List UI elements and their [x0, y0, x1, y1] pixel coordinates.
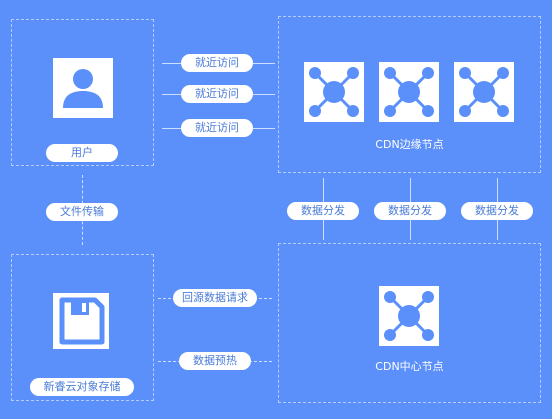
- user-panel: [11, 19, 154, 166]
- storage-panel: [11, 254, 154, 401]
- dispatch-pill-2: 数据分发: [374, 202, 446, 220]
- access-pill-1: 就近访问: [181, 54, 253, 72]
- floppy-disk-icon: [59, 297, 105, 345]
- network-node-icon: [459, 67, 509, 117]
- origin-request-pill: 回源数据请求: [173, 289, 257, 307]
- access-pill-2: 就近访问: [181, 85, 253, 103]
- storage-tile: [53, 293, 109, 349]
- transfer-pill: 文件传输: [46, 203, 118, 221]
- user-icon: [63, 69, 103, 108]
- network-node-icon: [309, 67, 359, 117]
- edge-node-tile-1: [304, 62, 364, 122]
- dispatch-pill-3: 数据分发: [461, 202, 533, 220]
- edge-node-tile-3: [454, 62, 514, 122]
- dispatch-pill-1: 数据分发: [287, 202, 359, 220]
- user-tile: [53, 58, 113, 118]
- center-node-tile: [379, 286, 439, 346]
- edge-panel: [278, 16, 541, 173]
- edge-node-tile-2: [379, 62, 439, 122]
- preheat-pill: 数据预热: [179, 352, 251, 370]
- network-node-icon: [384, 67, 434, 117]
- storage-label: 新睿云对象存储: [30, 378, 134, 396]
- access-pill-3: 就近访问: [181, 119, 253, 137]
- center-panel: [278, 243, 541, 403]
- user-label: 用户: [46, 144, 118, 162]
- edge-label: CDN边缘节点: [375, 138, 444, 151]
- network-node-icon: [384, 291, 434, 341]
- center-label: CDN中心节点: [375, 360, 444, 373]
